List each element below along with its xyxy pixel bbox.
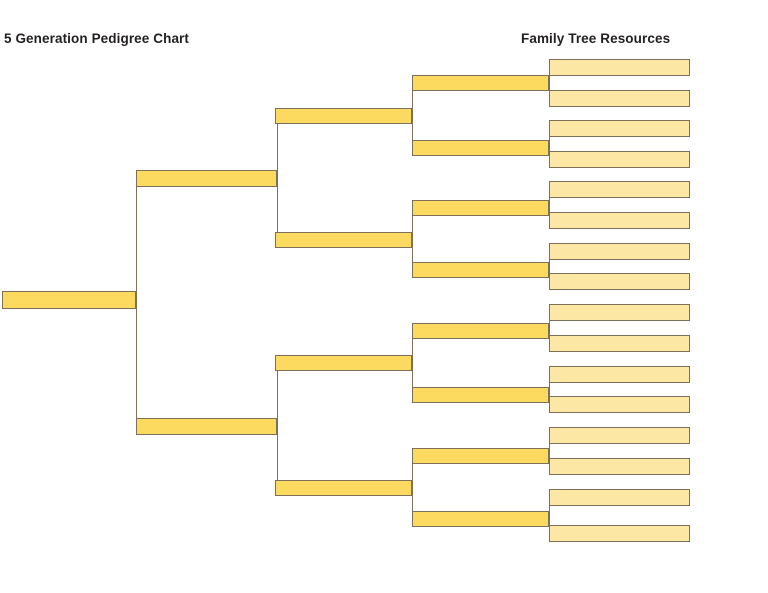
pedigree-node-g5-4[interactable] — [549, 150, 690, 168]
pedigree-node-g2-1[interactable] — [136, 169, 277, 187]
pedigree-node-g5-9[interactable] — [549, 303, 690, 321]
connector-g4-4 — [549, 251, 551, 281]
pedigree-node-g5-14[interactable] — [549, 457, 690, 475]
pedigree-node-g5-13[interactable] — [549, 426, 690, 444]
pedigree-node-g5-1[interactable] — [549, 58, 690, 76]
pedigree-node-g5-11[interactable] — [549, 365, 690, 383]
pedigree-node-g3-4[interactable] — [275, 480, 412, 496]
pedigree-node-g2-2[interactable] — [136, 417, 277, 435]
pedigree-node-g3-2[interactable] — [275, 232, 412, 248]
pedigree-node-g5-10[interactable] — [549, 334, 690, 352]
connector-g3-2 — [412, 208, 414, 270]
pedigree-node-g4-4[interactable] — [412, 262, 549, 278]
pedigree-node-g5-3[interactable] — [549, 119, 690, 137]
connector-g1-1 — [136, 178, 138, 426]
connector-g4-3 — [549, 189, 551, 220]
pedigree-node-g3-3[interactable] — [275, 355, 412, 371]
pedigree-node-g5-2[interactable] — [549, 89, 690, 107]
connector-g2-2 — [277, 363, 279, 488]
connector-g4-1 — [549, 67, 551, 98]
pedigree-node-g5-16[interactable] — [549, 524, 690, 542]
pedigree-node-g4-1[interactable] — [412, 75, 549, 91]
pedigree-node-g5-7[interactable] — [549, 242, 690, 260]
pedigree-node-g5-6[interactable] — [549, 211, 690, 229]
pedigree-node-g1-1[interactable] — [2, 291, 136, 309]
pedigree-node-g3-1[interactable] — [275, 108, 412, 124]
pedigree-node-g5-5[interactable] — [549, 180, 690, 198]
page-title: 5 Generation Pedigree Chart — [4, 31, 190, 46]
connector-g3-3 — [412, 331, 414, 395]
connector-g2-1 — [277, 116, 279, 240]
family-tree-resources-title: Family Tree Resources — [521, 31, 671, 46]
pedigree-node-g5-12[interactable] — [549, 395, 690, 413]
pedigree-node-g4-5[interactable] — [412, 323, 549, 339]
connector-g4-7 — [549, 435, 551, 466]
connector-g4-5 — [549, 312, 551, 343]
connector-g3-1 — [412, 83, 414, 148]
pedigree-node-g4-2[interactable] — [412, 140, 549, 156]
connector-g4-6 — [549, 374, 551, 404]
pedigree-node-g4-3[interactable] — [412, 200, 549, 216]
pedigree-node-g4-8[interactable] — [412, 511, 549, 527]
pedigree-node-g5-8[interactable] — [549, 272, 690, 290]
connector-g3-4 — [412, 456, 414, 519]
pedigree-node-g4-6[interactable] — [412, 387, 549, 403]
pedigree-node-g4-7[interactable] — [412, 448, 549, 464]
connector-g4-8 — [549, 497, 551, 533]
pedigree-node-g5-15[interactable] — [549, 488, 690, 506]
connector-g4-2 — [549, 128, 551, 159]
